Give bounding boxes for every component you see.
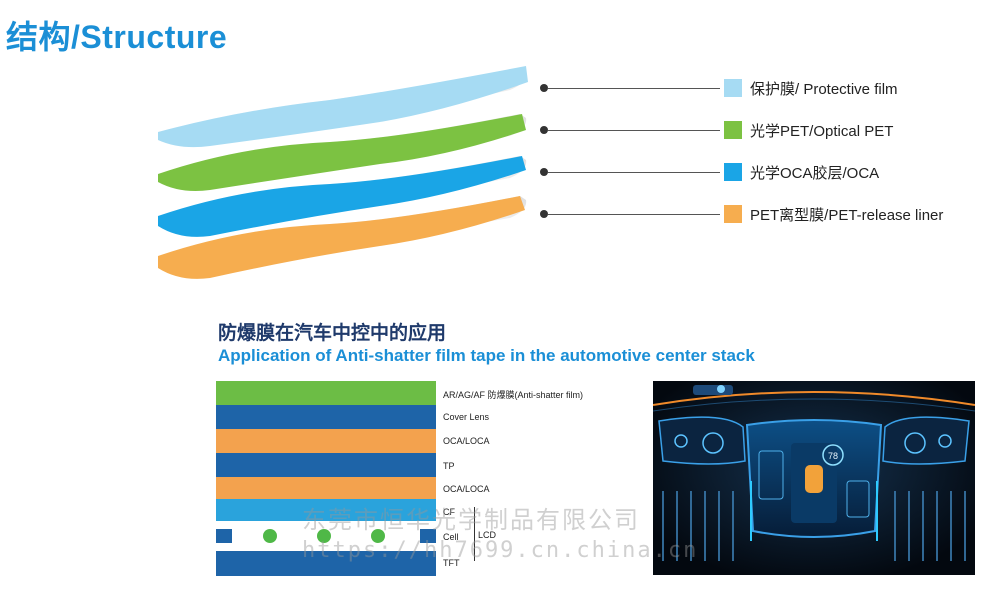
callout-dot: [540, 84, 548, 92]
page-title: 结构/Structure: [6, 19, 228, 55]
layer-illustration: [158, 66, 528, 279]
layer-oca: [158, 156, 527, 238]
callout-label: 光学OCA胶层/OCA: [750, 164, 880, 182]
stack-label: CF: [443, 507, 455, 517]
stack-label: AR/AG/AF 防爆膜(Anti-shatter film): [443, 390, 584, 400]
stack-label: OCA/LOCA: [443, 436, 490, 446]
stack-label: OCA/LOCA: [443, 484, 490, 494]
callout-label: PET离型膜/PET-release liner: [750, 206, 944, 224]
color-swatch: [724, 163, 742, 181]
callout-optical-pet: 光学PET/Optical PET: [540, 120, 893, 140]
stack-label: Cover Lens: [443, 412, 490, 422]
callout-oca: 光学OCA胶层/OCA: [540, 162, 879, 182]
lcd-label: LCD: [478, 530, 497, 540]
callout-line: [548, 129, 720, 131]
layer-release-liner: [158, 196, 527, 279]
center-stack-photo: 78: [653, 381, 975, 575]
color-swatch: [724, 205, 742, 223]
stack-band-anti-shatter: [216, 381, 436, 405]
callout-dot: [540, 210, 548, 218]
lcd-bracket: [470, 507, 475, 561]
liquid-crystal-cells: [216, 529, 436, 543]
callout-line: [548, 87, 720, 89]
speed-readout: 78: [828, 451, 838, 461]
stack-labels: AR/AG/AF 防爆膜(Anti-shatter film) Cover Le…: [443, 381, 643, 576]
callout-line: [548, 171, 720, 173]
watermark-company: 东莞市恒华光学制品有限公司: [302, 506, 640, 534]
callout-line: [548, 213, 720, 215]
color-swatch: [724, 79, 742, 97]
layer-callouts: 保护膜/ Protective film 光学PET/Optical PET 光…: [540, 78, 990, 228]
stack-band-tft: [216, 551, 436, 576]
color-swatch: [724, 121, 742, 139]
stack-band-tp: [216, 453, 436, 477]
application-title-en: Application of Anti-shatter film tape in…: [218, 346, 755, 365]
stack-label: TFT: [443, 558, 460, 568]
callout-protective-film: 保护膜/ Protective film: [540, 78, 898, 98]
stack-band-oca-1: [216, 429, 436, 453]
watermark-url: https://hh7699.cn.china.cn: [302, 538, 699, 563]
callout-release-liner: PET离型膜/PET-release liner: [540, 204, 943, 224]
application-title-cn: 防爆膜在汽车中控中的应用: [218, 323, 447, 344]
stack-diagram: [216, 381, 436, 576]
stack-band-cf: [216, 499, 436, 521]
callout-label: 保护膜/ Protective film: [750, 80, 898, 98]
layer-protective-film: [158, 66, 528, 152]
callout-label: 光学PET/Optical PET: [750, 122, 894, 140]
callout-dot: [540, 126, 548, 134]
stack-label: Cell: [443, 532, 459, 542]
stack-label: TP: [443, 461, 455, 471]
stack-band-cell: [216, 521, 436, 551]
stack-band-oca-2: [216, 477, 436, 499]
layer-optical-pet: [158, 114, 527, 194]
stack-band-cover-lens: [216, 405, 436, 429]
callout-dot: [540, 168, 548, 176]
